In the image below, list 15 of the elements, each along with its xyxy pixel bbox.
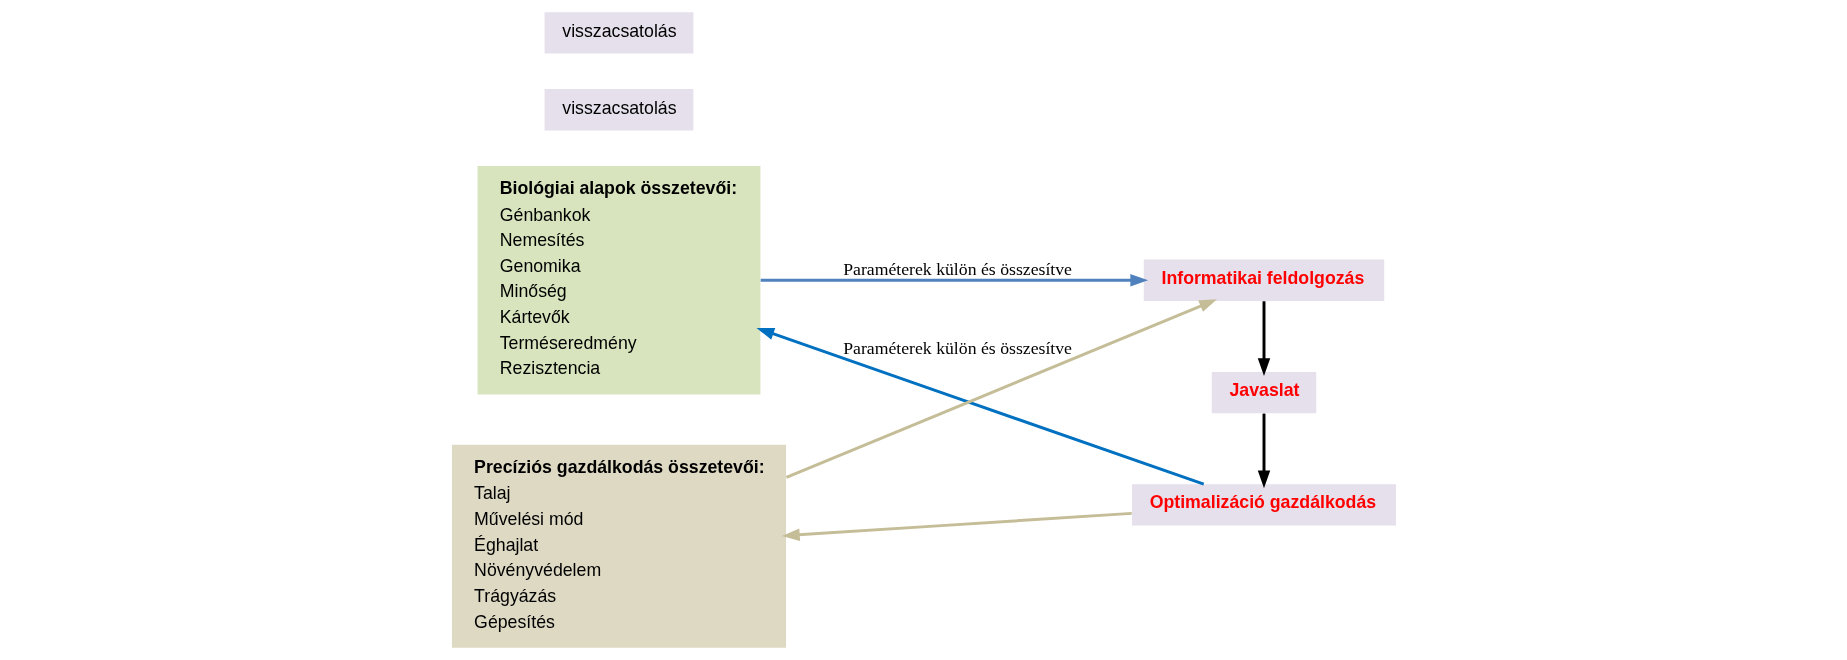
edge-label: Paraméterek külön és összesítve [842,337,1072,358]
node-box: Optimalizáció gazdálkodás [1131,484,1396,526]
arrow [785,299,1217,479]
arrow [760,274,1148,287]
arrow [1257,301,1270,376]
node-box: Javaslat [1211,371,1316,414]
arrow [1257,413,1270,489]
node-box: visszacsatolás [544,89,693,131]
node-box: Biológiai alapok összetevői: Génbankok Nemesítés Genomika Minőség Kártevők Terméseredmény Rezisztencia [477,165,760,395]
node-box: Informatikai feldolgozás [1143,259,1384,301]
node-box: visszacsatolás [544,12,693,54]
node-box: Precíziós gazdálkodás összetevői: Talaj Művelési mód Éghajlat Növényvédelem Trágyázás Gépesítés [451,444,786,648]
arrow [755,327,1204,486]
arrow [781,511,1132,541]
edge-label: Paraméterek külön és összesítve [842,258,1072,279]
